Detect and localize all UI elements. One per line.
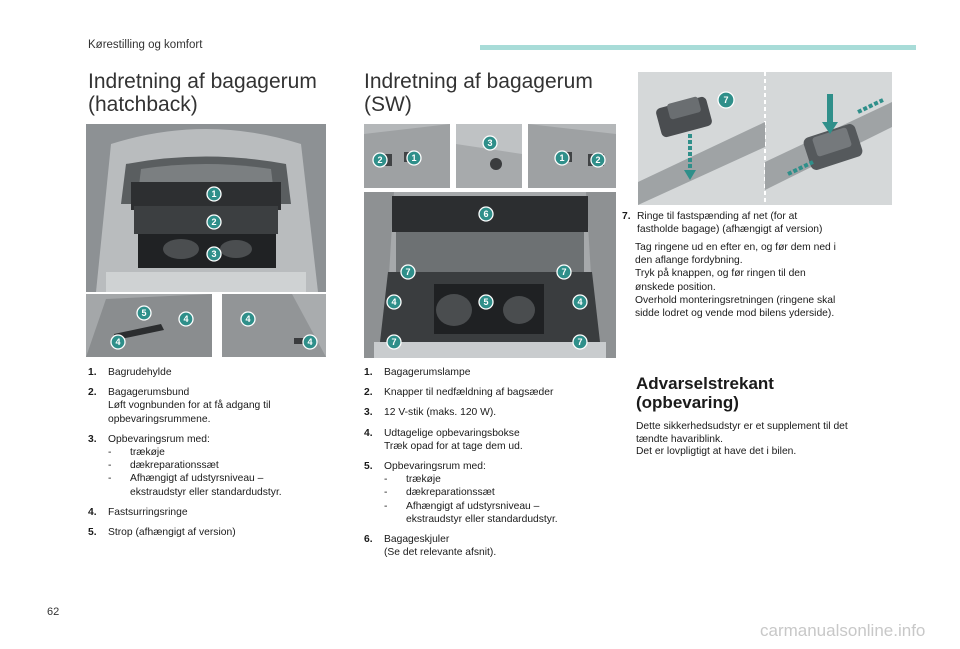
- svg-text:7: 7: [577, 337, 582, 347]
- list-item: 1. Bagagerumslampe: [364, 367, 471, 378]
- badge-1: 1: [554, 150, 570, 166]
- hatchback-trunk-photo: 1 2 3: [86, 124, 326, 292]
- svg-text:4: 4: [391, 297, 396, 307]
- badge-7: 7: [556, 264, 572, 280]
- svg-text:7: 7: [723, 95, 728, 105]
- hatchback-side-photo: 5 4 4: [86, 294, 212, 357]
- list-item: Tryk på knappen, og før ringen til den ø…: [635, 268, 806, 293]
- svg-text:4: 4: [115, 337, 120, 347]
- svg-text:7: 7: [405, 267, 410, 277]
- list-item: 5. Opbevaringsrum med: -trækøje -dækrepa…: [364, 461, 558, 525]
- sw-title: Indretning af bagagerum (SW): [364, 70, 593, 116]
- sw-trunk-photo: 6 7 7 4 5 4 7 7: [364, 192, 616, 358]
- section-header: Kørestilling og komfort: [88, 39, 203, 51]
- header-accent-bar: [480, 45, 916, 50]
- sw-right-photo: 1 2: [528, 124, 616, 188]
- svg-text:4: 4: [183, 314, 188, 324]
- svg-text:4: 4: [577, 297, 582, 307]
- list-item: 4. Fastsurringsringe: [88, 506, 188, 518]
- badge-1: 1: [406, 150, 422, 166]
- badge-7: 7: [572, 334, 588, 350]
- list-item: Overhold monteringsretningen (ringene sk…: [635, 294, 836, 320]
- badge-4: 4: [302, 334, 318, 350]
- badge-4: 4: [178, 311, 194, 327]
- list-item: 3. Opbevaringsrum med: -trækøje -dækrepa…: [88, 433, 282, 498]
- svg-text:5: 5: [141, 308, 146, 318]
- svg-text:7: 7: [561, 267, 566, 277]
- hatchback-list: 1. Bagrudehylde 2. Bagagerumsbund Løft v…: [88, 366, 338, 546]
- svg-text:1: 1: [559, 153, 564, 163]
- badge-7: 7: [400, 264, 416, 280]
- svg-text:2: 2: [377, 155, 382, 165]
- hatchback-corner-photo: 4 4: [222, 294, 326, 357]
- svg-text:6: 6: [483, 209, 488, 219]
- badge-3: 3: [482, 135, 498, 151]
- list-item: 2. Bagagerumsbund Løft vognbunden for at…: [88, 387, 271, 425]
- badge-5: 5: [478, 294, 494, 310]
- hatchback-title: Indretning af bagagerum (hatchback): [88, 70, 317, 116]
- net-instructions: Tag ringene ud en efter en, og før dem n…: [622, 241, 922, 320]
- list-item: 2. Knapper til nedfældning af bagsæder: [364, 387, 554, 399]
- warning-text: Dette sikkerhedsudstyr er et supplement …: [636, 421, 848, 457]
- ring-illustration: 7: [638, 72, 892, 205]
- sw-left-photo: 2 1: [364, 124, 450, 188]
- svg-text:2: 2: [211, 217, 216, 227]
- badge-4: 4: [240, 311, 256, 327]
- badge-2: 2: [372, 152, 388, 168]
- svg-text:4: 4: [307, 337, 312, 347]
- svg-text:5: 5: [483, 297, 488, 307]
- sw-list: 1. Bagagerumslampe 2. Knapper til nedfæl…: [364, 366, 624, 566]
- sw-middle-photo: 3: [456, 124, 522, 188]
- svg-text:2: 2: [595, 155, 600, 165]
- net-ring-item: 7. Ringe til fastspænding af net (for at…: [622, 211, 823, 236]
- watermark: carmanualsonline.info: [760, 621, 926, 640]
- list-item: 4. Udtagelige opbevaringsbokse Træk opad…: [364, 427, 523, 452]
- svg-text:7: 7: [391, 337, 396, 347]
- badge-6: 6: [478, 206, 494, 222]
- list-item: 3. 12 V-stik (maks. 120 W).: [364, 407, 497, 419]
- list-item: 5. Strop (afhængigt af version): [88, 527, 236, 539]
- badge-2: 2: [590, 152, 606, 168]
- badge-2: 2: [206, 214, 222, 230]
- badge-7: 7: [717, 91, 735, 109]
- svg-text:4: 4: [245, 314, 250, 324]
- warning-title: Advarselstrekant (opbevaring): [636, 374, 774, 412]
- badge-3: 3: [206, 246, 222, 262]
- svg-text:1: 1: [211, 189, 216, 199]
- list-item: Tag ringene ud en efter en, og før dem n…: [635, 242, 836, 267]
- page-number: 62: [47, 606, 60, 618]
- list-item: 6. Bagageskjuler (Se det relevante afsni…: [364, 534, 497, 559]
- badge-5: 5: [136, 305, 152, 321]
- svg-text:1: 1: [411, 153, 416, 163]
- svg-text:3: 3: [211, 249, 216, 259]
- badge-4: 4: [572, 294, 588, 310]
- list-item: 1. Bagrudehylde: [88, 367, 172, 378]
- svg-text:3: 3: [487, 138, 492, 148]
- badge-1: 1: [206, 186, 222, 202]
- badge-7: 7: [386, 334, 402, 350]
- badge-4: 4: [110, 334, 126, 350]
- badge-4: 4: [386, 294, 402, 310]
